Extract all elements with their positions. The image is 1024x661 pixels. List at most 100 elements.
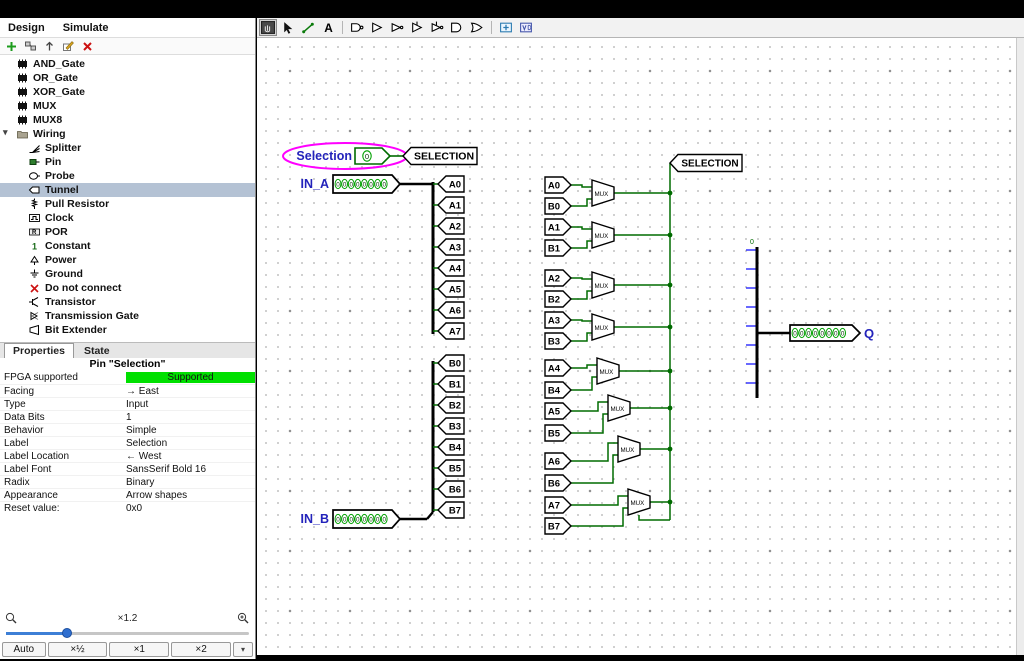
tree-item-constant[interactable]: 1Constant: [0, 239, 255, 253]
pin-icon: [28, 156, 43, 168]
tree-item-mux[interactable]: MUX: [0, 99, 255, 113]
delete-icon[interactable]: [79, 39, 95, 54]
add-vhdl-tool[interactable]: [517, 19, 535, 36]
wire[interactable]: [571, 377, 597, 390]
prop-row-label-location[interactable]: Label Location← West: [0, 449, 255, 462]
tree-item-pin[interactable]: Pin: [0, 155, 255, 169]
prop-row-appearance[interactable]: AppearanceArrow shapes: [0, 488, 255, 501]
tree-item-splitter[interactable]: Splitter: [0, 141, 255, 155]
tree-item-power[interactable]: Power: [0, 253, 255, 267]
add-circuit-icon-glyph: [5, 40, 18, 52]
zoom-slider-thumb[interactable]: [62, 628, 72, 638]
tree-item-or-gate[interactable]: OR_Gate: [0, 71, 255, 85]
library-icon[interactable]: [22, 39, 38, 54]
wire[interactable]: [571, 455, 618, 483]
controlled-buffer-tool[interactable]: [408, 19, 426, 36]
prop-label: Label: [0, 438, 126, 449]
zoom-button-[interactable]: ×½: [48, 642, 108, 657]
prop-row-label[interactable]: LabelSelection: [0, 436, 255, 449]
controlled-inverter-tool[interactable]: [428, 19, 446, 36]
wire[interactable]: [571, 291, 592, 299]
tree-item-do-not-connect[interactable]: Do not connect: [0, 281, 255, 295]
tree-item-bit-extender[interactable]: Bit Extender: [0, 323, 255, 337]
tree-item-xor-gate[interactable]: XOR_Gate: [0, 85, 255, 99]
prop-row-behavior[interactable]: BehaviorSimple: [0, 423, 255, 436]
up-arrow-icon-glyph: [43, 40, 56, 52]
menu-simulate[interactable]: Simulate: [63, 22, 109, 34]
wire[interactable]: [571, 365, 597, 368]
zoom-slider[interactable]: [6, 626, 249, 641]
tab-state[interactable]: State: [76, 344, 118, 358]
selection-line-tap[interactable]: [639, 515, 670, 520]
prop-row-facing[interactable]: Facing→ East: [0, 384, 255, 397]
buffer-tool[interactable]: [368, 19, 386, 36]
wiring-tool[interactable]: [299, 19, 317, 36]
edit-attrs-icon[interactable]: [60, 39, 76, 54]
prop-row-reset-value[interactable]: Reset value:0x0: [0, 501, 255, 514]
tree-item-transmission-gate[interactable]: Transmission Gate: [0, 309, 255, 323]
wire[interactable]: [571, 185, 592, 187]
zoom-button-auto[interactable]: Auto: [2, 642, 46, 657]
tree-item-pull-resistor[interactable]: Pull Resistor: [0, 197, 255, 211]
wire[interactable]: [571, 414, 608, 433]
add-circuit-icon[interactable]: [3, 39, 19, 54]
edit-tool[interactable]: [279, 19, 297, 36]
tunnel-label-B4: B4: [449, 443, 462, 454]
tree-item-transistor[interactable]: Transistor: [0, 295, 255, 309]
tree-item-label: Constant: [45, 240, 91, 252]
tunnel-label-B0: B0: [548, 202, 560, 213]
zoom-preset-caret-icon[interactable]: ▾: [233, 642, 253, 657]
menu-design[interactable]: Design: [8, 22, 45, 34]
add-circuit-tool[interactable]: [497, 19, 515, 36]
up-arrow-icon[interactable]: [41, 39, 57, 54]
prop-row-data-bits[interactable]: Data Bits1: [0, 410, 255, 423]
tree-item-label: Splitter: [45, 142, 81, 154]
zoom-button-2[interactable]: ×2: [171, 642, 231, 657]
and-gate-tool[interactable]: [448, 19, 466, 36]
poke-tool[interactable]: [259, 19, 277, 36]
constant-icon: 1: [28, 240, 43, 252]
tree-item-wiring[interactable]: ▾Wiring: [0, 127, 255, 141]
wire[interactable]: [571, 320, 592, 321]
chip-icon: [16, 86, 31, 98]
zoom-button-1[interactable]: ×1: [109, 642, 169, 657]
wire[interactable]: [571, 402, 608, 411]
prop-label: Label Location: [0, 451, 126, 462]
tree-item-and-gate[interactable]: AND_Gate: [0, 57, 255, 71]
wire[interactable]: [571, 508, 628, 526]
tab-properties[interactable]: Properties: [4, 343, 74, 358]
wire[interactable]: [571, 278, 592, 279]
tree-item-label: Pull Resistor: [45, 198, 109, 210]
wire[interactable]: [571, 227, 592, 229]
wire[interactable]: [571, 443, 618, 461]
wire[interactable]: [571, 241, 592, 248]
transistor-icon: [28, 296, 43, 308]
tree-item-ground[interactable]: Ground: [0, 267, 255, 281]
tunnel-label-A0: A0: [548, 181, 560, 192]
wire[interactable]: [571, 333, 592, 341]
text-tool[interactable]: A: [319, 19, 337, 36]
wire[interactable]: [571, 199, 592, 206]
tree-item-clock[interactable]: Clock: [0, 211, 255, 225]
nand-gate-tool[interactable]: [348, 19, 366, 36]
prop-row-type[interactable]: TypeInput: [0, 397, 255, 410]
svg-text:A: A: [324, 21, 333, 34]
prop-row-label-font[interactable]: Label FontSansSerif Bold 16: [0, 462, 255, 475]
prop-row-fpga-supported[interactable]: FPGA supportedSupported: [0, 371, 255, 384]
pin-icon-glyph: [28, 156, 41, 168]
circuit-canvas[interactable]: 0SelectionSELECTIONA0A1A2A3A4A5A6A700000…: [257, 38, 1016, 655]
vertical-scrollbar[interactable]: [1016, 38, 1024, 655]
expand-arrow-icon[interactable]: ▾: [3, 127, 8, 138]
tree-item-por[interactable]: RPOR: [0, 225, 255, 239]
not-gate-tool[interactable]: [388, 19, 406, 36]
wire[interactable]: [571, 496, 628, 505]
prop-row-radix[interactable]: RadixBinary: [0, 475, 255, 488]
bus-in-b[interactable]: [427, 512, 433, 519]
tree-item-probe[interactable]: Probe: [0, 169, 255, 183]
tree-item-tunnel[interactable]: Tunnel: [0, 183, 255, 197]
mux-6-label: MUX: [621, 447, 635, 454]
tree-item-mux8[interactable]: MUX8: [0, 113, 255, 127]
or-gate-tool[interactable]: [468, 19, 486, 36]
selection-pin[interactable]: [355, 148, 390, 164]
prop-label: Data Bits: [0, 412, 126, 423]
